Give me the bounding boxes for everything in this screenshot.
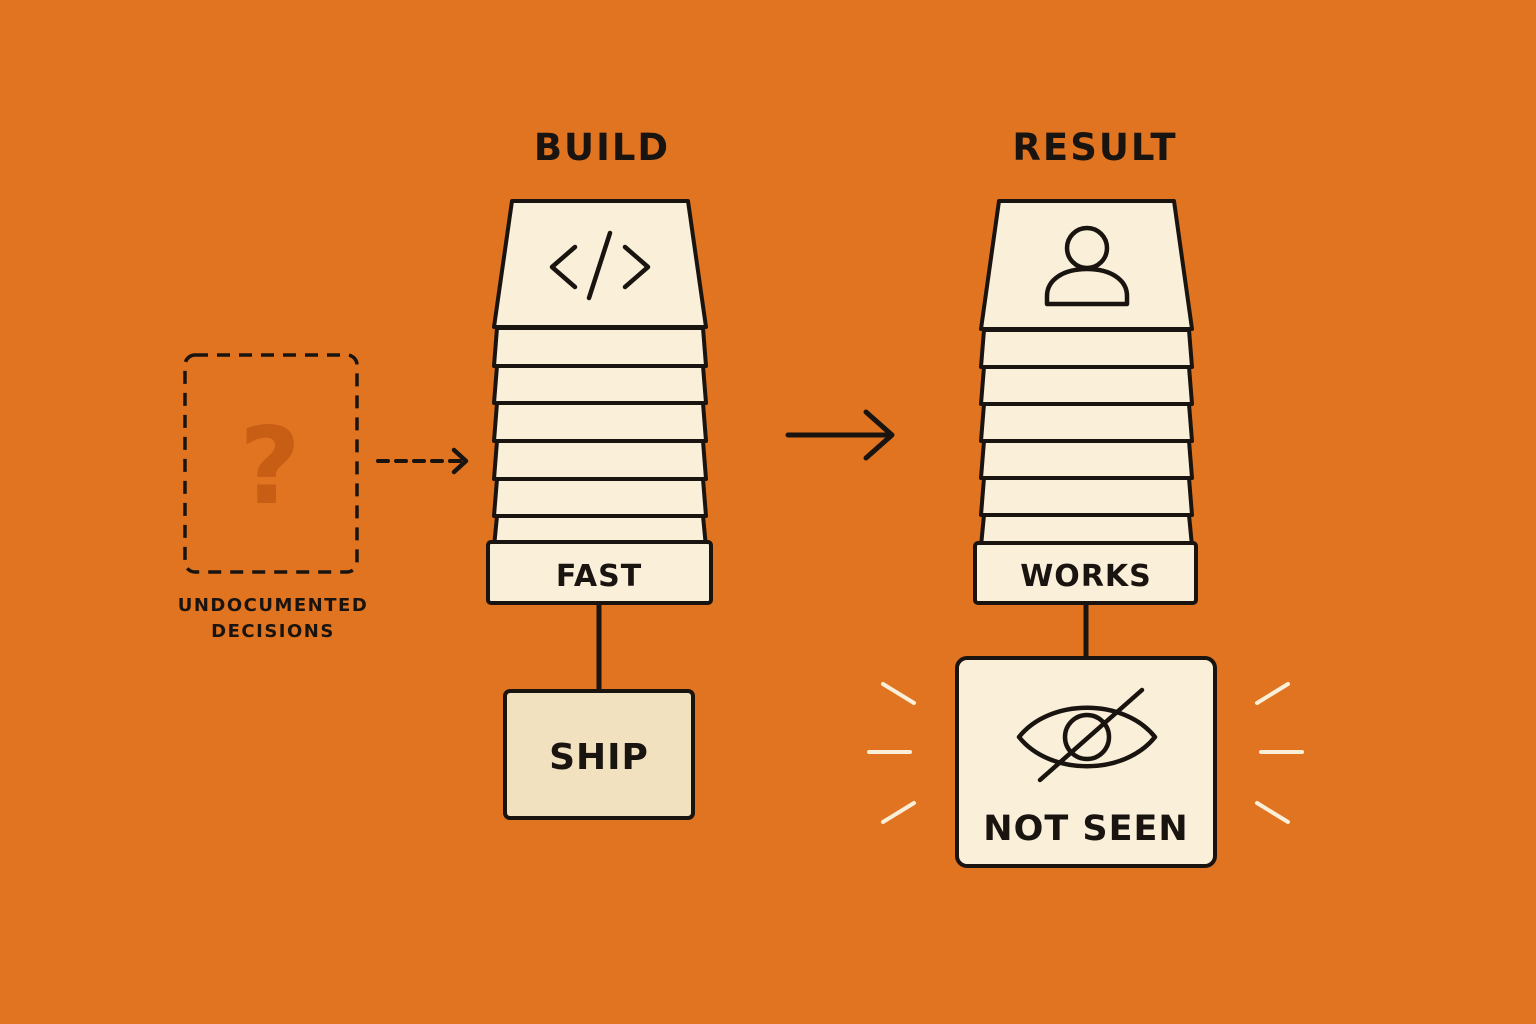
- result-layer-4: [979, 439, 1194, 480]
- build-layer-5: [492, 477, 708, 518]
- result-heading: RESULT: [1012, 126, 1177, 169]
- user-icon: [1044, 225, 1130, 307]
- undocumented-caption-line1: UNDOCUMENTED: [178, 595, 369, 616]
- result-stack: WORKS NOT SEEN: [867, 199, 1304, 868]
- not-seen-label: NOT SEEN: [983, 809, 1188, 849]
- build-layer-2: [492, 364, 708, 405]
- build-stack: FAST SHIP: [486, 199, 713, 820]
- code-icon: [549, 230, 651, 301]
- dashed-arrow: [376, 447, 469, 475]
- dashed-box: [183, 353, 359, 574]
- build-layer-1: [492, 326, 708, 368]
- not-seen-box: [955, 656, 1217, 868]
- eye-slash-icon: [1016, 687, 1158, 783]
- result-top-card: [979, 199, 1194, 331]
- result-layer-1: [979, 328, 1194, 369]
- result-arrow: [785, 409, 895, 461]
- ship-box: [503, 689, 695, 820]
- result-layer-5: [979, 476, 1194, 517]
- build-base-label: FAST: [556, 559, 642, 594]
- result-base-label: WORKS: [1020, 559, 1152, 594]
- spark-lines-left: [867, 682, 916, 824]
- ship-label: SHIP: [549, 737, 649, 778]
- build-layer-4: [492, 439, 708, 481]
- undocumented-caption-line2: DECISIONS: [211, 621, 335, 642]
- question-mark-icon: ?: [239, 405, 301, 528]
- build-layer-3: [492, 401, 708, 443]
- build-heading: BUILD: [534, 126, 670, 169]
- undocumented-decisions: ? UNDOCUMENTED DECISIONS: [178, 353, 369, 642]
- spark-lines-right: [1255, 682, 1304, 824]
- result-layer-3: [979, 402, 1194, 443]
- result-layer-2: [979, 365, 1194, 406]
